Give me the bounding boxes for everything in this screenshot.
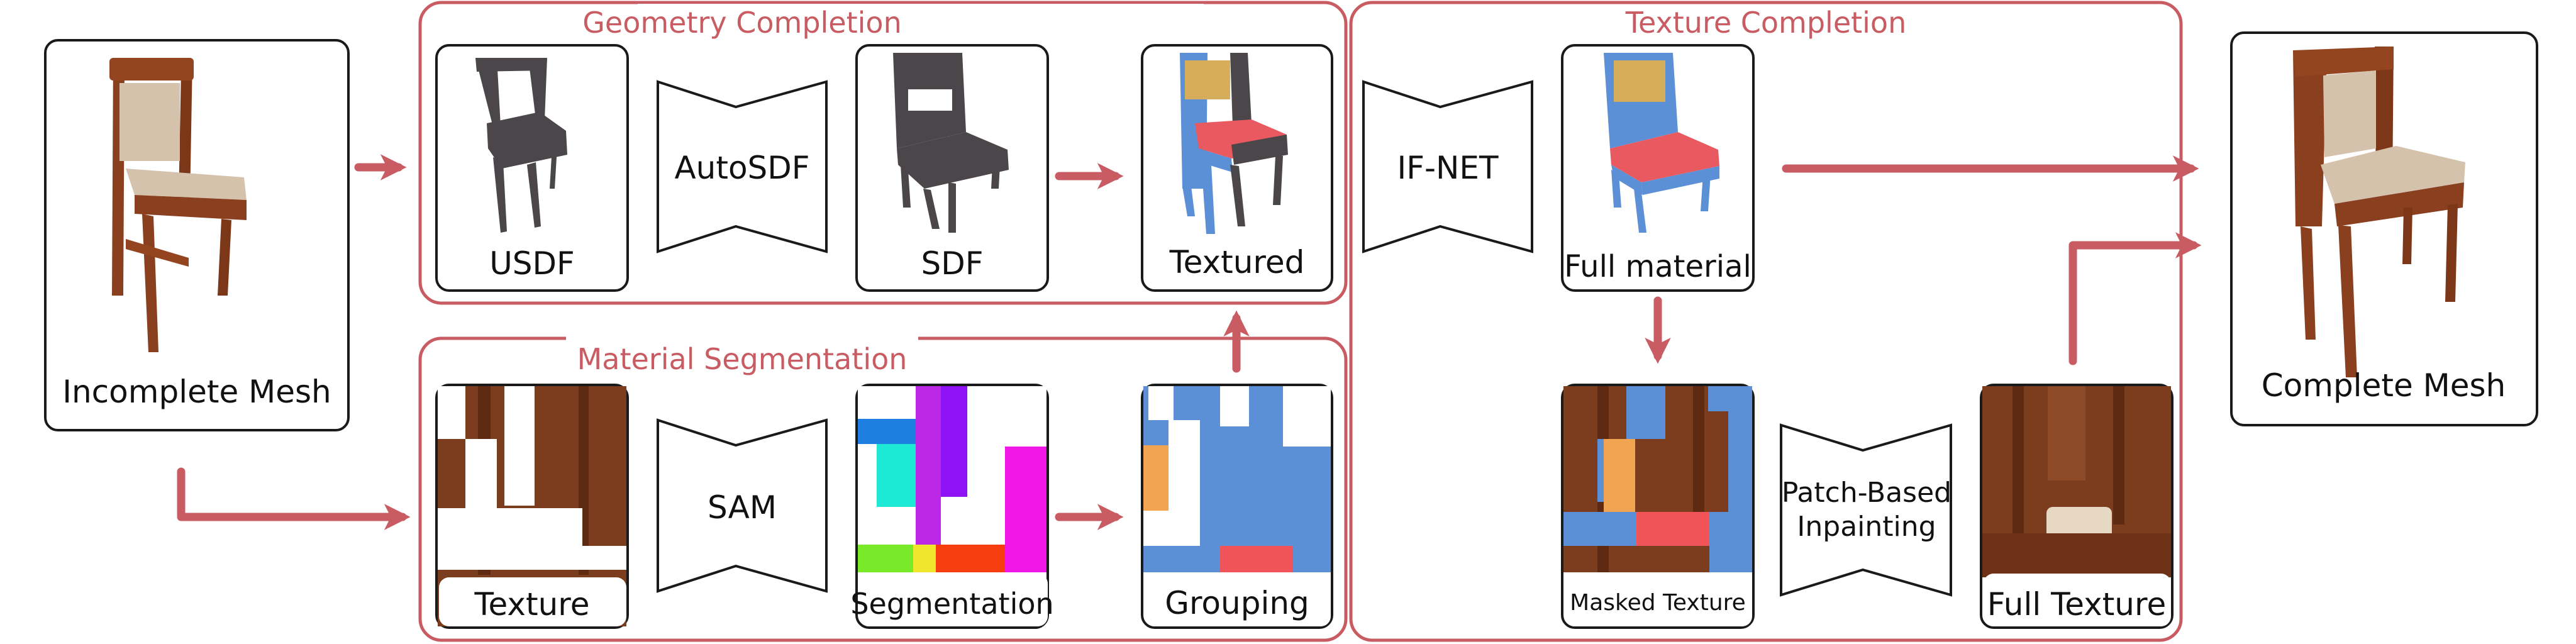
incomplete-mesh-node: Incomplete Mesh bbox=[44, 39, 350, 431]
complete-mesh-node: Complete Mesh bbox=[2230, 31, 2538, 426]
full-material-label: Full material bbox=[1564, 249, 1752, 284]
ifnet-model: IF-NET bbox=[1362, 80, 1533, 253]
sdf-node: SDF bbox=[855, 44, 1049, 292]
sdf-chair-image bbox=[893, 53, 1009, 233]
usdf-node: USDF bbox=[435, 44, 629, 292]
texture-label: Texture bbox=[474, 586, 589, 623]
full-material-chair-image bbox=[1604, 53, 1719, 233]
masked-texture-label: Masked Texture bbox=[1570, 590, 1746, 616]
material-title-mask bbox=[566, 327, 918, 365]
arrow-full-texture-to-complete-mesh bbox=[2068, 232, 2202, 365]
inpainting-model: Patch-Based Inpainting bbox=[1780, 423, 1952, 597]
texture-completion-title: Texture Completion bbox=[1625, 6, 1906, 40]
texture-node: Texture bbox=[435, 384, 629, 629]
full-texture-node: Full Texture bbox=[1980, 384, 2174, 629]
sam-label: SAM bbox=[708, 489, 777, 526]
geometry-title-mask bbox=[638, 4, 1204, 43]
full-material-node: Full material bbox=[1561, 44, 1755, 292]
geometry-completion-panel bbox=[418, 1, 1348, 305]
arrow-mesh-to-texture bbox=[177, 467, 411, 530]
segmentation-label: Segmentation bbox=[850, 587, 1053, 621]
incomplete-mesh-label: Incomplete Mesh bbox=[62, 374, 331, 410]
textured-label: Textured bbox=[1169, 244, 1305, 280]
autosdf-model: AutoSDF bbox=[657, 80, 828, 253]
texture-completion-panel bbox=[1349, 1, 2183, 642]
autosdf-label: AutoSDF bbox=[674, 150, 809, 186]
textured-chair-image bbox=[1180, 53, 1288, 234]
textured-node: Textured bbox=[1141, 44, 1333, 292]
complete-chair-image bbox=[2293, 47, 2465, 377]
complete-mesh-label: Complete Mesh bbox=[2262, 367, 2506, 404]
full-texture-label: Full Texture bbox=[1987, 586, 2166, 623]
incomplete-chair-image bbox=[109, 58, 247, 352]
sdf-label: SDF bbox=[921, 245, 984, 282]
usdf-label: USDF bbox=[489, 245, 575, 282]
inpainting-label-line1: Patch-Based bbox=[1782, 477, 1951, 509]
masked-texture-node: Masked Texture bbox=[1561, 384, 1755, 629]
grouping-node: Grouping bbox=[1141, 384, 1333, 629]
ifnet-label: IF-NET bbox=[1397, 150, 1499, 186]
sam-model: SAM bbox=[657, 418, 828, 593]
segmentation-node: Segmentation bbox=[850, 384, 1054, 629]
material-segmentation-title: Material Segmentation bbox=[577, 342, 908, 376]
usdf-chair-image bbox=[475, 58, 567, 233]
inpainting-label-line2: Inpainting bbox=[1797, 511, 1936, 543]
geometry-completion-title: Geometry Completion bbox=[582, 6, 901, 40]
grouping-label: Grouping bbox=[1165, 585, 1309, 621]
